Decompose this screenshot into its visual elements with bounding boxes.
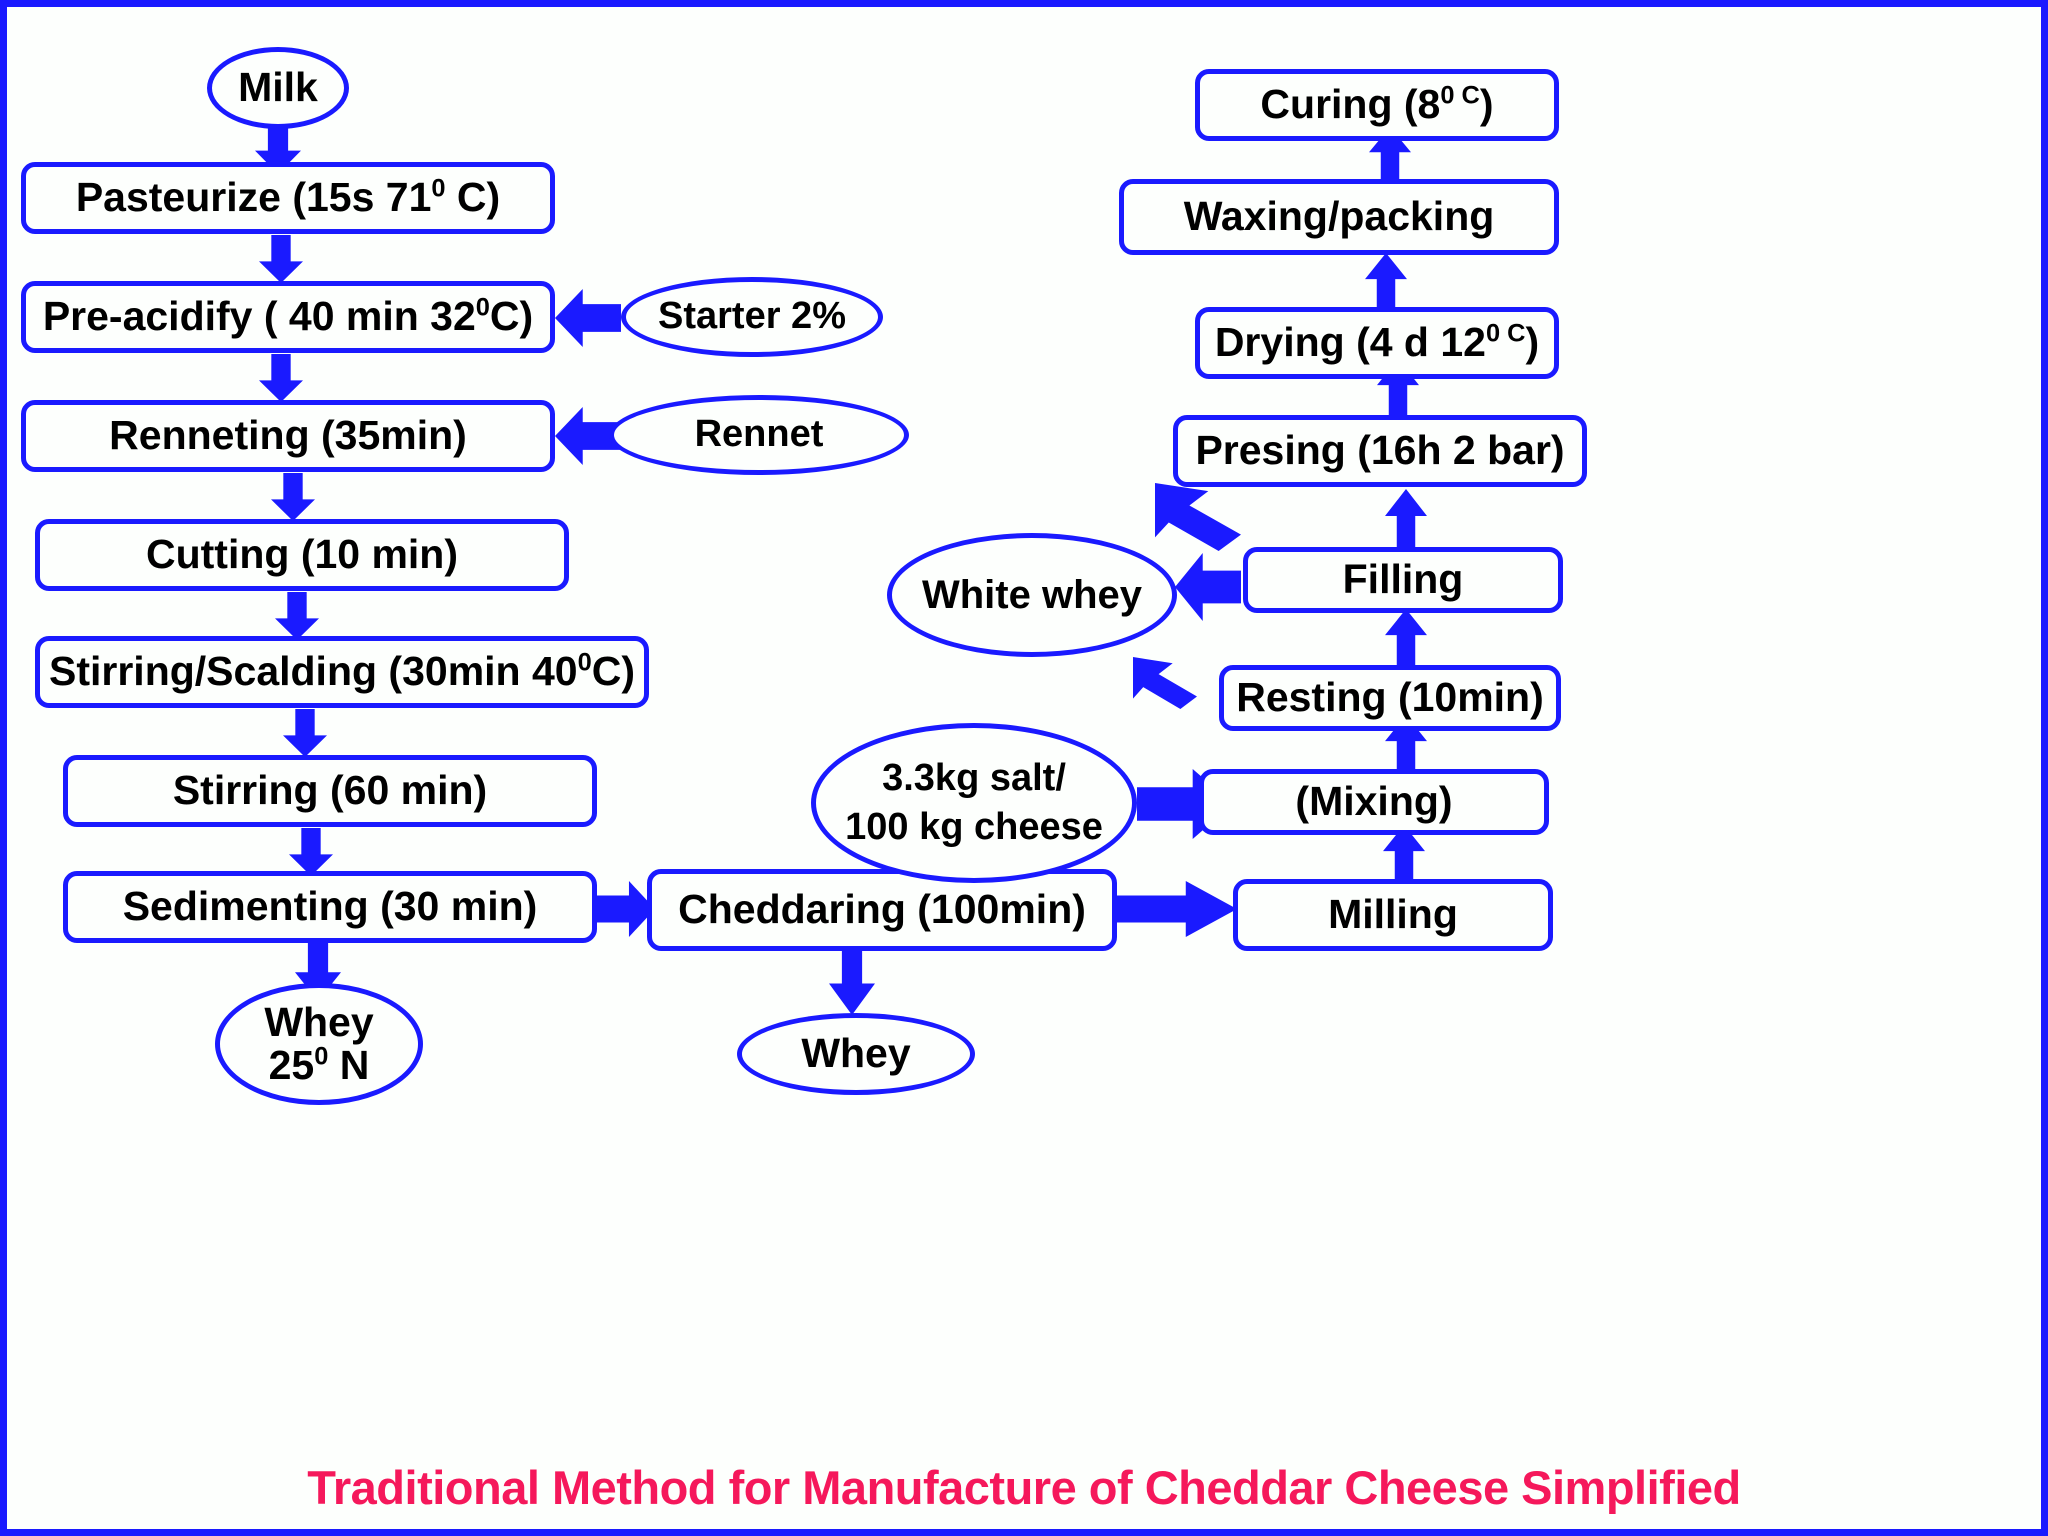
arrow-filling-to-presing xyxy=(1385,489,1427,549)
node-stirring-label: Stirring (60 min) xyxy=(172,767,488,814)
arrow-cheddaring-to-milling xyxy=(1115,881,1237,937)
node-presing-label: Presing (16h 2 bar) xyxy=(1195,427,1565,474)
node-milk-label: Milk xyxy=(238,64,318,111)
node-cheddaring[interactable]: Cheddaring (100min) xyxy=(647,869,1117,951)
node-preacidify[interactable]: Pre-acidify ( 40 min 320C) xyxy=(21,281,555,353)
node-curing-label: Curing (80 C) xyxy=(1260,81,1494,128)
node-mixing-label: (Mixing) xyxy=(1295,778,1453,825)
node-white-whey[interactable]: White whey xyxy=(887,533,1177,657)
node-resting[interactable]: Resting (10min) xyxy=(1219,665,1561,731)
node-preacidify-label: Pre-acidify ( 40 min 320C) xyxy=(42,293,534,340)
node-waxing-packing[interactable]: Waxing/packing xyxy=(1119,179,1559,255)
node-whey-25n-line2: 250 N xyxy=(268,1042,370,1088)
arrow-cheddaring-to-whey xyxy=(829,945,875,1015)
arrow-scalding-to-stirring xyxy=(283,709,327,757)
node-stirring[interactable]: Stirring (60 min) xyxy=(63,755,597,827)
node-starter[interactable]: Starter 2% xyxy=(621,277,883,357)
node-whey-label: Whey xyxy=(801,1030,911,1077)
figure-caption: Traditional Method for Manufacture of Ch… xyxy=(307,1461,1741,1514)
arrow-starter-to-preacidify xyxy=(555,289,621,347)
arrow-presing-to-white-whey xyxy=(1155,483,1241,551)
arrow-resting-to-filling xyxy=(1385,609,1427,667)
node-cheddaring-label: Cheddaring (100min) xyxy=(678,886,1086,933)
arrow-renneting-to-cutting xyxy=(271,473,315,521)
node-renneting[interactable]: Renneting (35min) xyxy=(21,400,555,472)
node-starter-label: Starter 2% xyxy=(658,295,846,338)
node-resting-label: Resting (10min) xyxy=(1236,674,1544,721)
node-milling[interactable]: Milling xyxy=(1233,879,1553,951)
node-whey[interactable]: Whey xyxy=(737,1013,975,1095)
node-cutting-label: Cutting (10 min) xyxy=(145,531,459,578)
arrow-sedimenting-to-cheddaring xyxy=(593,881,655,937)
arrow-stirring-to-sedimenting xyxy=(289,828,333,876)
node-pasteurize-label: Pasteurize (15s 710 C) xyxy=(75,174,501,221)
node-rennet-label: Rennet xyxy=(694,413,824,456)
node-filling[interactable]: Filling xyxy=(1243,547,1563,613)
node-pasteurize[interactable]: Pasteurize (15s 710 C) xyxy=(21,162,555,234)
node-milling-label: Milling xyxy=(1328,891,1458,938)
node-whey-25n[interactable]: Whey 250 N xyxy=(215,983,423,1105)
node-cutting[interactable]: Cutting (10 min) xyxy=(35,519,569,591)
arrow-cutting-to-scalding xyxy=(275,592,319,640)
node-sedimenting[interactable]: Sedimenting (30 min) xyxy=(63,871,597,943)
node-mixing[interactable]: (Mixing) xyxy=(1199,769,1549,835)
node-drying-label: Drying (4 d 120 C) xyxy=(1214,319,1540,366)
node-white-whey-label: White whey xyxy=(921,573,1143,617)
node-salt-line1: 3.3kg salt/ xyxy=(882,756,1066,799)
node-waxing-packing-label: Waxing/packing xyxy=(1183,193,1495,240)
node-rennet[interactable]: Rennet xyxy=(609,395,909,475)
node-stirring-scalding[interactable]: Stirring/Scalding (30min 400C) xyxy=(35,636,649,708)
node-filling-label: Filling xyxy=(1342,556,1464,603)
arrow-pasteurize-to-preacidify xyxy=(259,235,303,283)
arrow-preacidify-to-renneting xyxy=(259,354,303,402)
node-renneting-label: Renneting (35min) xyxy=(109,412,467,459)
node-drying[interactable]: Drying (4 d 120 C) xyxy=(1195,307,1559,379)
node-whey-25n-line1: Whey xyxy=(264,998,374,1045)
node-presing[interactable]: Presing (16h 2 bar) xyxy=(1173,415,1587,487)
node-curing[interactable]: Curing (80 C) xyxy=(1195,69,1559,141)
arrow-resting-to-white-whey xyxy=(1133,657,1197,709)
node-sedimenting-label: Sedimenting (30 min) xyxy=(122,883,538,930)
node-milk[interactable]: Milk xyxy=(207,47,349,129)
node-salt[interactable]: 3.3kg salt/ 100 kg cheese xyxy=(811,723,1137,883)
node-stirring-scalding-label: Stirring/Scalding (30min 400C) xyxy=(49,648,635,695)
arrow-filling-to-white-whey xyxy=(1175,553,1241,621)
arrow-drying-to-waxing xyxy=(1365,253,1407,311)
node-salt-line2: 100 kg cheese xyxy=(845,806,1103,848)
